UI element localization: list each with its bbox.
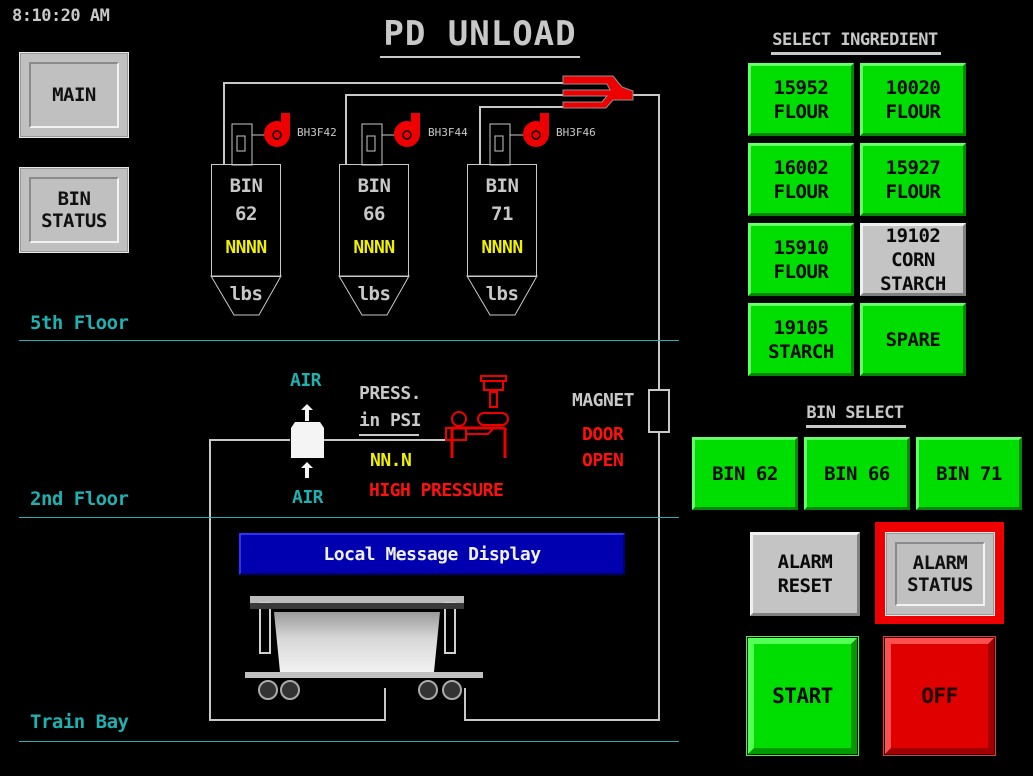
bin-66: BIN 66 NNNN (339, 164, 409, 277)
fan-tag-bh3f44: BH3F44 (428, 126, 468, 139)
floor-label-5th: 5th Floor (30, 312, 129, 334)
bin-status-button[interactable]: BIN STATUS (19, 167, 129, 253)
bin-62-label: BIN (229, 175, 263, 197)
bin-select-underline (806, 425, 906, 428)
air-label-top: AIR (290, 370, 322, 391)
bin-62-number: 62 (235, 203, 257, 225)
bin-71-unit: lbs (485, 283, 519, 305)
air-label-bottom: AIR (292, 487, 324, 508)
ingredient-button-spare[interactable]: SPARE (860, 303, 966, 376)
page-title: PD UNLOAD (383, 14, 577, 54)
door-open-line1: DOOR (582, 424, 624, 445)
fan-icon-bh3f46 (523, 113, 549, 147)
pipe-main-down (633, 94, 660, 390)
magnet-icon (648, 389, 670, 433)
floor-line-train-bay (19, 741, 679, 742)
pressure-underline (359, 434, 419, 436)
bin-66-number: 66 (363, 203, 385, 225)
door-open-line2: OPEN (582, 450, 624, 471)
floor-label-2nd: 2nd Floor (30, 488, 129, 510)
title-underline (380, 56, 580, 58)
bin-select-header: BIN SELECT (806, 403, 904, 423)
start-button[interactable]: START (746, 636, 859, 756)
bin-status-button-label: BIN STATUS (41, 188, 107, 232)
floor-line-5th (19, 340, 679, 341)
air-separator-icon (291, 404, 324, 478)
bin-71-weight: NNNN (481, 237, 523, 258)
main-button[interactable]: MAIN (19, 52, 129, 138)
bin-66-label: BIN (357, 175, 391, 197)
floor-label-train-bay: Train Bay (30, 711, 129, 733)
bin-select-62-button[interactable]: BIN 62 (692, 437, 798, 510)
alarm-reset-button[interactable]: ALARM RESET (750, 532, 860, 616)
select-ingredient-underline (771, 52, 941, 55)
railcar-image (245, 596, 483, 700)
magnet-label: MAGNET (572, 390, 635, 411)
pipe-bin62 (223, 82, 565, 165)
bin-66-unit: lbs (357, 283, 391, 305)
bin-select-71-button[interactable]: BIN 71 (916, 437, 1022, 510)
main-button-label: MAIN (52, 84, 96, 106)
fan-tag-bh3f42: BH3F42 (297, 126, 337, 139)
off-button[interactable]: OFF (883, 636, 996, 756)
blower-icon (445, 375, 509, 458)
pipe-bin71 (479, 106, 565, 165)
piping (209, 82, 660, 721)
clock: 8:10:20 AM (12, 6, 110, 26)
bin-71-label: BIN (485, 175, 519, 197)
select-ingredient-header: SELECT INGREDIENT (772, 30, 938, 50)
local-message-display: Local Message Display (239, 533, 625, 575)
pipe-bin66 (345, 94, 565, 165)
pressure-label-line1: PRESS. (359, 383, 422, 404)
floor-line-2nd (19, 517, 679, 518)
pressure-value: NN.N (370, 450, 412, 471)
fan-icon-bh3f42 (264, 113, 290, 147)
bin-62-weight: NNNN (225, 237, 267, 258)
fan-icon-bh3f44 (394, 113, 420, 147)
filter-housing-71 (489, 123, 511, 166)
bin-66-weight: NNNN (353, 237, 395, 258)
filter-housing-62 (231, 123, 253, 166)
alarm-status-button-label: ALARM STATUS (907, 552, 973, 596)
fan-tag-bh3f46: BH3F46 (556, 126, 596, 139)
diverter-valve-icon (562, 75, 634, 109)
bin-select-66-button[interactable]: BIN 66 (804, 437, 910, 510)
pipe-return-right (464, 432, 660, 721)
pressure-label-line2: in PSI (359, 410, 422, 431)
alarm-status-button[interactable]: ALARM STATUS (885, 532, 995, 616)
bin-62: BIN 62 NNNN (211, 164, 281, 277)
bin-71-number: 71 (491, 203, 513, 225)
high-pressure-alarm: HIGH PRESSURE (369, 480, 504, 501)
pipe-return-left (209, 439, 386, 721)
filter-housing-66 (361, 123, 383, 166)
bin-71: BIN 71 NNNN (467, 164, 537, 277)
bin-62-unit: lbs (229, 283, 263, 305)
